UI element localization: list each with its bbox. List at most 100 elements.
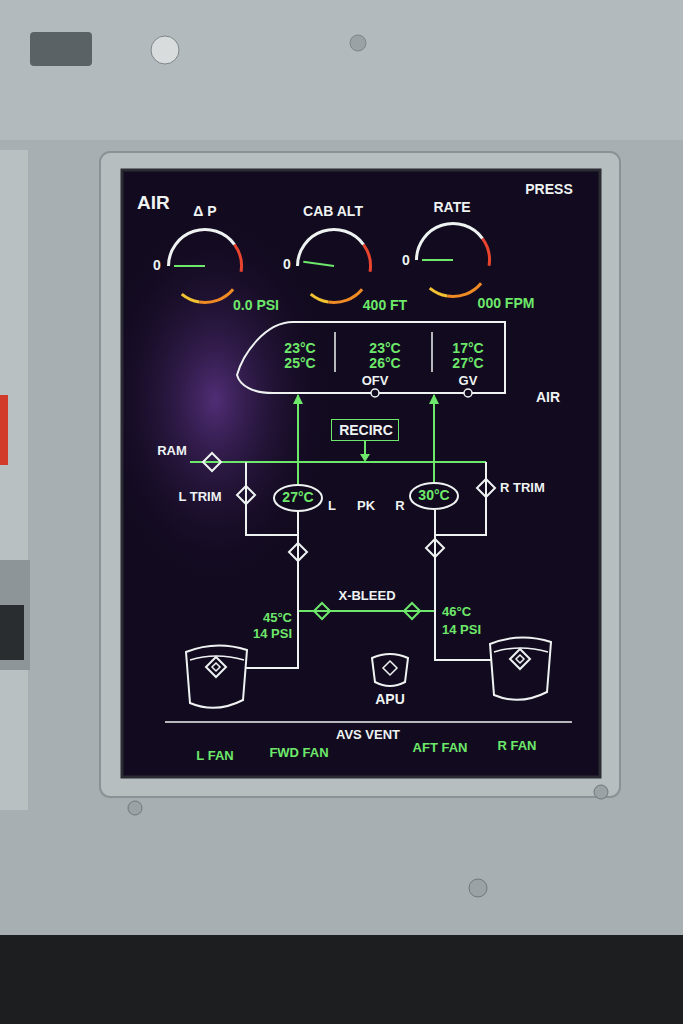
gauge-text: 0 bbox=[153, 258, 161, 273]
engine-symbol bbox=[490, 637, 551, 699]
screen-title: AIR bbox=[137, 193, 170, 214]
gauge-needle bbox=[422, 259, 453, 261]
gauge-text: 000 FPM bbox=[478, 296, 535, 311]
synoptic-label: AFT FAN bbox=[413, 741, 468, 755]
synoptic-label: PRESS bbox=[525, 182, 572, 197]
synoptic-label: PK bbox=[357, 499, 375, 513]
gauge-text: 0 bbox=[402, 253, 410, 268]
recirc-arrowhead bbox=[360, 454, 370, 462]
valve-symbol bbox=[464, 389, 472, 397]
gauge-text: 0 bbox=[283, 257, 291, 272]
screw bbox=[128, 801, 142, 815]
rate-gauge: RATE 0 000 FPM bbox=[388, 196, 538, 316]
crossbleed-valve bbox=[404, 603, 420, 619]
engine-valve bbox=[206, 657, 226, 677]
air-manifold bbox=[190, 461, 486, 463]
synoptic-label: L FAN bbox=[196, 749, 233, 763]
switch-plate bbox=[30, 32, 92, 66]
synoptic-label: L TRIM bbox=[178, 490, 221, 504]
pack-outline bbox=[274, 485, 322, 511]
screw bbox=[469, 879, 487, 897]
ram-valve bbox=[203, 453, 221, 471]
synoptic-label: GV bbox=[459, 374, 478, 388]
lower-shadow bbox=[0, 935, 683, 1024]
gauge-arc bbox=[415, 222, 484, 260]
pressure-gauge: Δ P 0 0.0 PSI bbox=[140, 200, 290, 320]
crossbleed-duct bbox=[298, 610, 435, 612]
gauge-dial bbox=[296, 228, 372, 304]
crossbleed-valve bbox=[314, 603, 330, 619]
gauge-arc bbox=[199, 288, 234, 304]
screen-glare bbox=[122, 210, 335, 590]
gauge-text: 400 FT bbox=[363, 298, 407, 313]
valve-symbol bbox=[371, 389, 379, 397]
screw bbox=[350, 35, 366, 51]
engine-valve-core bbox=[516, 655, 524, 663]
gauge-dial bbox=[415, 222, 491, 298]
gauge-arc bbox=[447, 282, 482, 298]
gauge-text: CAB ALT bbox=[303, 204, 363, 219]
fuselage-outline bbox=[237, 322, 505, 393]
synoptic-label: AIR bbox=[536, 390, 560, 405]
cabin-altitude-gauge: CAB ALT 0 400 FT bbox=[269, 200, 419, 320]
zone-temperature: 17°C 27°C bbox=[452, 341, 483, 370]
pack-ellipse: 27°C bbox=[273, 484, 323, 512]
pack-temperature: 27°C bbox=[282, 490, 313, 505]
toggle-switch bbox=[151, 36, 179, 64]
warning-light bbox=[0, 395, 8, 465]
synoptic-label: AVS VENT bbox=[336, 728, 400, 742]
synoptic-label: 45°C bbox=[263, 611, 292, 625]
pack-temperature: 30°C bbox=[418, 488, 449, 503]
apu-valve bbox=[383, 661, 397, 675]
synoptic-label: OFV bbox=[362, 374, 389, 388]
zone-temperature: 23°C 26°C bbox=[369, 341, 400, 370]
gauge-arc bbox=[233, 244, 243, 272]
gauge-dial bbox=[167, 228, 243, 304]
gauge-arc bbox=[328, 288, 363, 304]
gauge-needle bbox=[174, 265, 205, 267]
synoptic-label: RAM bbox=[157, 444, 187, 458]
apu-outline bbox=[372, 654, 408, 686]
gauge-arc bbox=[481, 238, 491, 266]
side-panel bbox=[0, 150, 28, 810]
gauge-arc bbox=[429, 287, 448, 298]
recirc-duct bbox=[364, 440, 366, 455]
bleed-duct bbox=[435, 510, 492, 660]
pack-valve bbox=[289, 543, 307, 561]
zone-temperature: 23°C 25°C bbox=[284, 341, 315, 370]
apu-symbol: APU bbox=[368, 648, 412, 710]
synoptic-label: X-BLEED bbox=[338, 589, 395, 603]
synoptic-label: 14 PSI bbox=[253, 627, 292, 641]
recirc-text: RECIRC bbox=[339, 423, 393, 438]
trim-valve bbox=[237, 486, 255, 504]
side-switch bbox=[0, 605, 24, 660]
synoptic-label: L bbox=[328, 499, 336, 513]
upper-panel bbox=[0, 0, 683, 140]
engine-valve bbox=[510, 649, 530, 669]
pack-outline bbox=[410, 483, 458, 509]
synoptic-label: FWD FAN bbox=[269, 746, 328, 760]
gauge-arc bbox=[296, 228, 365, 266]
engine-valve-core bbox=[212, 663, 220, 671]
engine-symbol bbox=[186, 645, 247, 707]
gauge-arc bbox=[167, 228, 236, 266]
gauge-text: RATE bbox=[433, 200, 470, 215]
pack-ellipse: 30°C bbox=[409, 482, 459, 510]
gauge-text: 0.0 PSI bbox=[233, 298, 279, 313]
screw bbox=[594, 785, 608, 799]
zone-divider bbox=[334, 332, 336, 372]
gauge-text: Δ P bbox=[193, 204, 216, 219]
gauge-needle bbox=[303, 262, 334, 266]
gauge-arc bbox=[181, 293, 200, 304]
side-switch-panel bbox=[0, 560, 30, 670]
airflow-arrow bbox=[433, 395, 435, 482]
apu-label: APU bbox=[375, 692, 405, 707]
gauge-arc bbox=[310, 293, 329, 304]
synoptic-label: 46°C bbox=[442, 605, 471, 619]
pack-valve bbox=[426, 539, 444, 557]
